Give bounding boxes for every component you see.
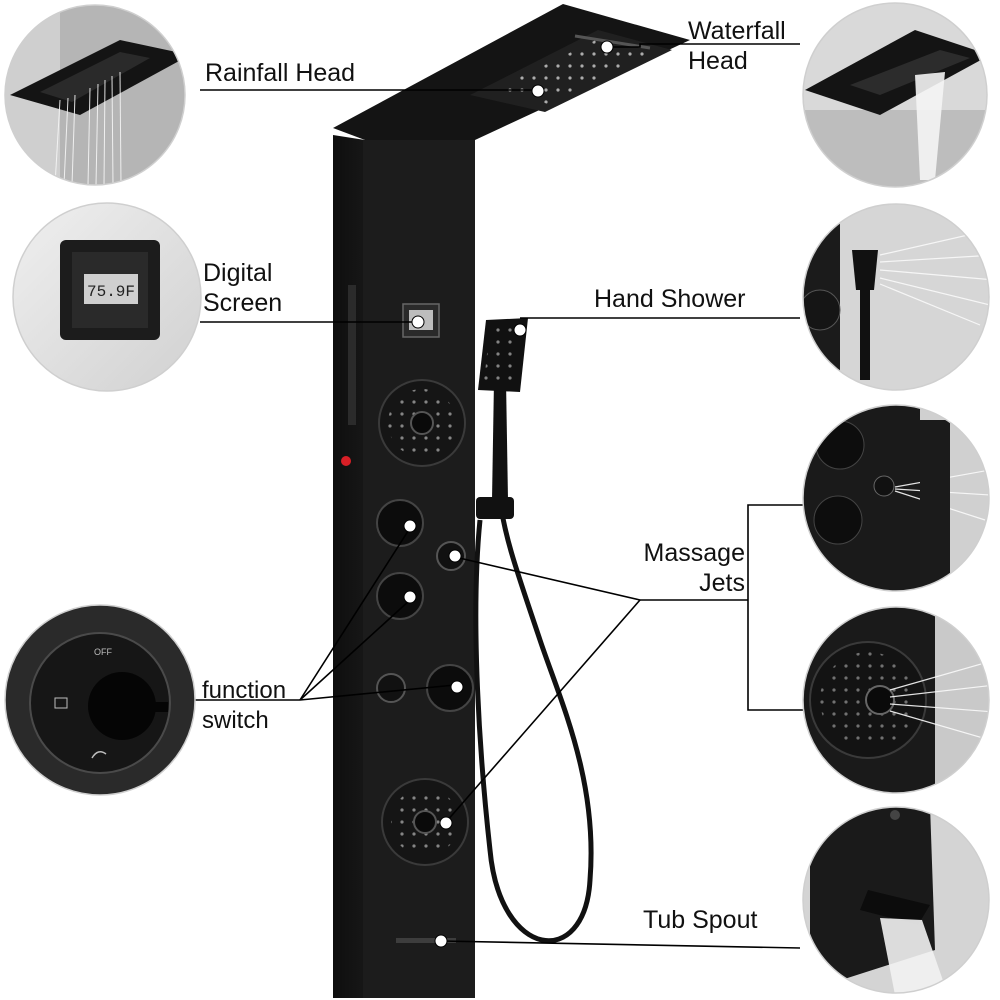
label-waterfall-head: Waterfall Head — [688, 16, 786, 76]
function-knob — [376, 572, 424, 620]
leader-massage-1 — [454, 556, 641, 601]
leader-function-1 — [299, 527, 411, 701]
waterfall-slot — [574, 34, 651, 50]
bottom-knob — [426, 664, 474, 712]
rainfall-closeup-icon — [5, 5, 185, 185]
dot-jet-lower — [439, 816, 453, 830]
leader-waterfall — [607, 43, 800, 48]
label-hand-shower: Hand Shower — [594, 284, 745, 314]
label-tub-spout: Tub Spout — [643, 905, 757, 935]
indicator-light — [341, 456, 351, 466]
dot-jet-upper — [448, 549, 462, 563]
leader-tub-spout — [440, 940, 801, 949]
label-waterfall-head-line1: Waterfall — [688, 17, 786, 45]
tub-spout-slot — [396, 938, 456, 943]
shower-panel — [333, 4, 690, 998]
label-tub-spout-text: Tub Spout — [643, 906, 758, 934]
leader-function-2 — [299, 599, 411, 701]
temperature-knob — [376, 499, 424, 547]
dot-tub-spout — [434, 934, 448, 948]
leader-function-3 — [299, 684, 456, 701]
label-waterfall-head-line2: Head — [688, 47, 748, 75]
digital-screen-closeup-icon: 75.9F — [13, 203, 201, 391]
function-switch-closeup-icon: OFF — [5, 605, 195, 795]
dot-knob-3 — [450, 680, 464, 694]
leader-massage-bracket — [747, 504, 805, 711]
lower-body-jet-nozzle — [413, 810, 437, 834]
dot-waterfall — [600, 40, 614, 54]
label-rainfall-head-text: Rainfall Head — [205, 59, 356, 87]
leader-lines — [190, 43, 805, 949]
label-digital-screen: Digital Screen — [203, 258, 282, 318]
dot-knob-2 — [403, 590, 417, 604]
body-jet-closeup-icon — [803, 607, 989, 793]
waterfall-closeup-icon — [803, 3, 987, 187]
label-hand-shower-text: Hand Shower — [594, 285, 746, 313]
panel-top-arm — [333, 4, 690, 140]
hand-shower-face — [484, 324, 522, 384]
hand-shower-closeup-icon — [803, 204, 989, 390]
label-digital-screen-line2: Screen — [203, 289, 283, 317]
massage-jet-closeup-icon — [803, 405, 989, 591]
label-massage-jets-line2: Jets — [699, 569, 745, 597]
dot-hand-shower — [513, 323, 527, 337]
hand-shower-handle — [492, 380, 508, 500]
label-function-switch-line2: switch — [202, 707, 269, 734]
dot-rainfall — [531, 84, 545, 98]
hand-shower — [473, 318, 594, 944]
shower-holder — [476, 497, 514, 519]
label-rainfall-head: Rainfall Head — [205, 58, 355, 88]
side-jet-lower — [376, 673, 406, 703]
leader-massage-2 — [445, 599, 641, 823]
label-digital-screen-line1: Digital — [203, 259, 273, 287]
label-massage-jets-line1: Massage — [643, 539, 745, 567]
shower-hose — [473, 499, 594, 944]
label-function-switch: function switch — [202, 676, 286, 736]
label-massage-jets: Massage Jets — [620, 538, 745, 598]
switch-off-mark: OFF — [94, 647, 112, 657]
label-function-switch-line1: function — [202, 677, 287, 704]
screen-reading: 75.9F — [87, 283, 135, 301]
tub-spout-closeup-icon — [803, 807, 989, 993]
pointer-dots — [403, 40, 614, 948]
dot-screen — [411, 315, 425, 329]
dot-knob-1 — [403, 519, 417, 533]
side-rail — [348, 285, 356, 425]
upper-body-jet-nozzle — [410, 411, 434, 435]
